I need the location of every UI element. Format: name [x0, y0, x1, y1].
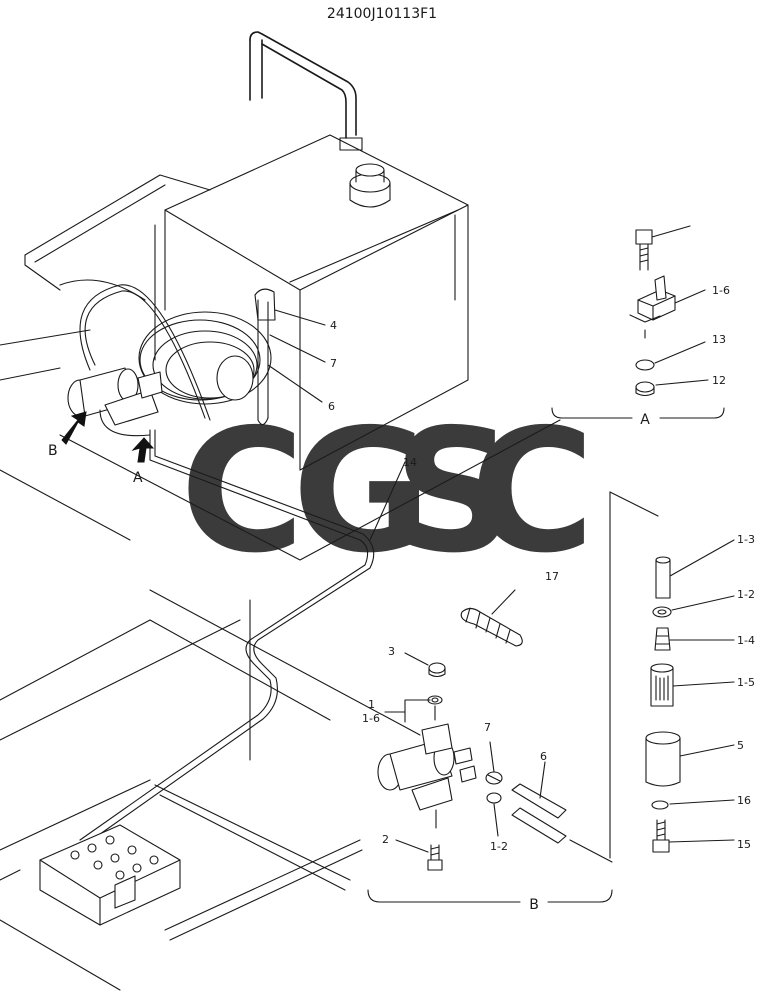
fuel-pump-installed [67, 367, 163, 426]
cgsc-watermark: C G S C [180, 393, 595, 591]
callout-17: 17 [545, 570, 559, 583]
callout-b-1-2: 1-2 [490, 840, 508, 853]
callout-3: 3 [388, 645, 395, 658]
view-b-label: B [529, 897, 539, 913]
callout-5: 5 [737, 739, 744, 752]
callout-1: 1 [368, 698, 375, 711]
callout-12: 12 [712, 374, 726, 387]
machine-frame [0, 174, 561, 991]
callout-1-5: 1-5 [737, 676, 755, 689]
callout-4: 4 [330, 319, 337, 332]
detail-view-a [551, 225, 725, 419]
callout-16: 16 [737, 794, 751, 807]
view-arrow-b-label: B [48, 443, 58, 459]
view-arrow-a: A [131, 437, 155, 486]
callout-6: 6 [328, 400, 335, 413]
callout-2: 2 [382, 833, 389, 846]
main-callouts [267, 309, 406, 541]
watermark-letter-2: G [292, 393, 432, 591]
watermark-letter-1: C [180, 393, 305, 591]
drawing-number: 24100J10113F1 [327, 6, 437, 22]
callout-right-1-2: 1-2 [737, 588, 755, 601]
callout-7: 7 [330, 357, 337, 370]
callout-b-7: 7 [484, 721, 491, 734]
watermark-letter-3: S [393, 393, 515, 591]
callout-a-1-6: 1-6 [712, 284, 730, 297]
callout-15: 15 [737, 838, 751, 851]
callout-14: 14 [403, 456, 417, 469]
callout-b-1-6: 1-6 [362, 712, 380, 725]
detail-view-b [367, 589, 613, 903]
handrail [249, 31, 363, 151]
callout-b-6: 6 [540, 750, 547, 763]
hose-coil [138, 288, 276, 426]
fuel-line [79, 284, 375, 845]
callout-13: 13 [712, 333, 726, 346]
battery [39, 824, 181, 926]
filter-parts-column [609, 491, 735, 859]
watermark-letter-4: C [470, 393, 595, 591]
callout-1-3: 1-3 [737, 533, 755, 546]
view-arrow-b: B [48, 411, 87, 459]
view-arrow-a-label: A [133, 470, 143, 486]
view-a-label: A [640, 412, 650, 428]
callout-1-4: 1-4 [737, 634, 755, 647]
fuel-tank [154, 134, 469, 471]
